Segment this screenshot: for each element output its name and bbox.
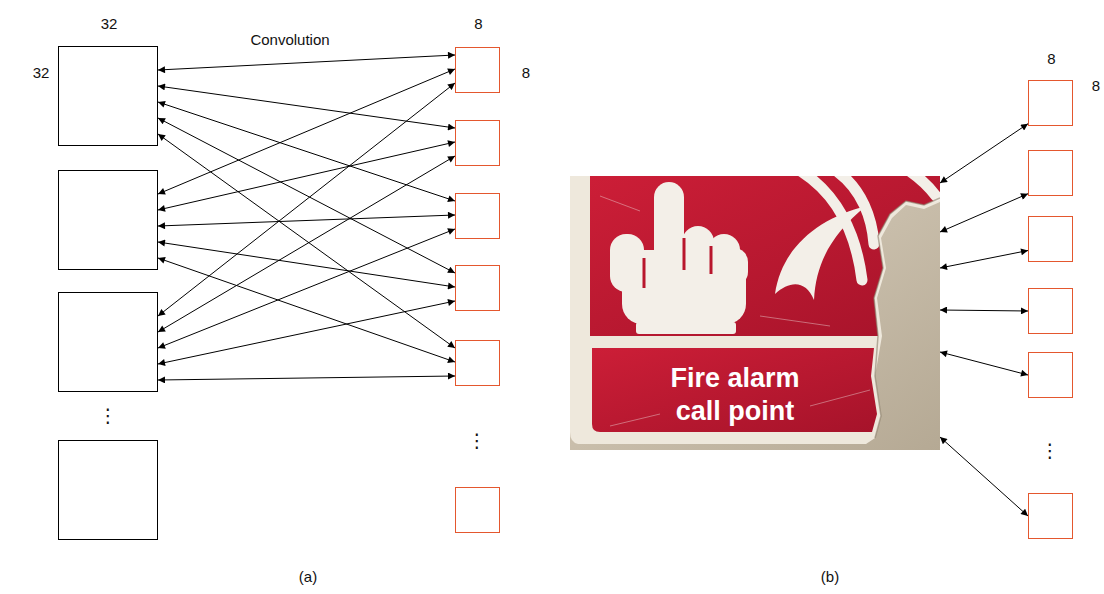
text-slot: 8 (522, 64, 530, 82)
bidirectional-arrow (158, 118, 455, 273)
dimension-label: 32 (33, 64, 50, 82)
bidirectional-arrow (158, 86, 455, 128)
output-channel-box: 88 (455, 47, 500, 93)
bidirectional-arrow (940, 437, 1028, 516)
wall (570, 176, 940, 450)
bidirectional-arrow (940, 251, 1028, 269)
sign-text: Fire alarm call point (655, 362, 815, 428)
photo-panel: Fire alarm call point (570, 176, 940, 450)
flame-arcs (802, 176, 936, 280)
label-slot: Convolution (250, 31, 329, 49)
label-slot: (b) (821, 568, 839, 586)
torn-edge (874, 198, 940, 438)
bidirectional-arrow (940, 310, 1028, 311)
operation-label: Convolution (250, 31, 329, 49)
sign-border (570, 176, 940, 444)
text-slot: 8 (1092, 77, 1100, 95)
label-slot: ⋮ (1041, 441, 1060, 460)
output-channel-box (1028, 288, 1073, 334)
ellipsis: ⋮ (468, 431, 487, 450)
text-slot: 8 (1047, 50, 1055, 68)
label-slot: (a) (299, 568, 317, 586)
bidirectional-arrow (158, 55, 455, 70)
dimension-label: 8 (474, 15, 482, 33)
output-channel-box (1028, 493, 1073, 539)
ellipsis: ⋮ (99, 406, 118, 425)
output-channel-box: 88 (1028, 80, 1073, 126)
label-slot: ⋮ (468, 431, 487, 450)
output-channel-box (455, 340, 500, 386)
dimension-label: 8 (522, 64, 530, 82)
dimension-label: 8 (1047, 50, 1055, 68)
dimension-label: 32 (101, 15, 118, 33)
text-slot: Fire alarm call point (655, 362, 815, 428)
subfigure-label: (b) (821, 568, 839, 586)
text-slot: 32 (33, 64, 50, 82)
bidirectional-arrow (940, 194, 1028, 232)
text-slot: 32 (101, 15, 118, 33)
bidirectional-arrow (158, 102, 455, 201)
bidirectional-arrow (158, 376, 455, 380)
bidirectional-arrow (158, 301, 455, 364)
sign-upper-red (590, 176, 940, 336)
sign-photo (570, 176, 940, 450)
dimension-label: 8 (1092, 77, 1100, 95)
bidirectional-arrow (158, 215, 455, 226)
bidirectional-arrow (158, 229, 455, 348)
bidirectional-arrow (940, 352, 1028, 375)
bidirectional-arrow (158, 242, 455, 287)
output-channel-box (1028, 150, 1073, 196)
bidirectional-arrow (158, 69, 455, 194)
ellipsis: ⋮ (1041, 441, 1060, 460)
output-channel-box (455, 265, 500, 311)
output-channel-box (1028, 352, 1073, 398)
output-channel-box (455, 487, 500, 533)
label-slot: ⋮ (99, 406, 118, 425)
bidirectional-arrow (158, 83, 455, 316)
hand-symbol (610, 182, 748, 334)
input-channel-box (58, 292, 158, 392)
input-channel-box: 3232 (58, 46, 158, 146)
output-channel-box (455, 193, 500, 239)
input-channel-box (58, 170, 158, 270)
bidirectional-arrow (940, 124, 1028, 183)
bidirectional-arrow (158, 134, 455, 348)
input-channel-box (58, 440, 158, 540)
subfigure-label: (a) (299, 568, 317, 586)
finger-lines (644, 238, 711, 288)
output-channel-box (1028, 216, 1073, 262)
sign-lower-red (592, 348, 877, 432)
text-slot: 8 (474, 15, 482, 33)
bidirectional-arrow (158, 156, 455, 332)
output-channel-box (455, 120, 500, 166)
